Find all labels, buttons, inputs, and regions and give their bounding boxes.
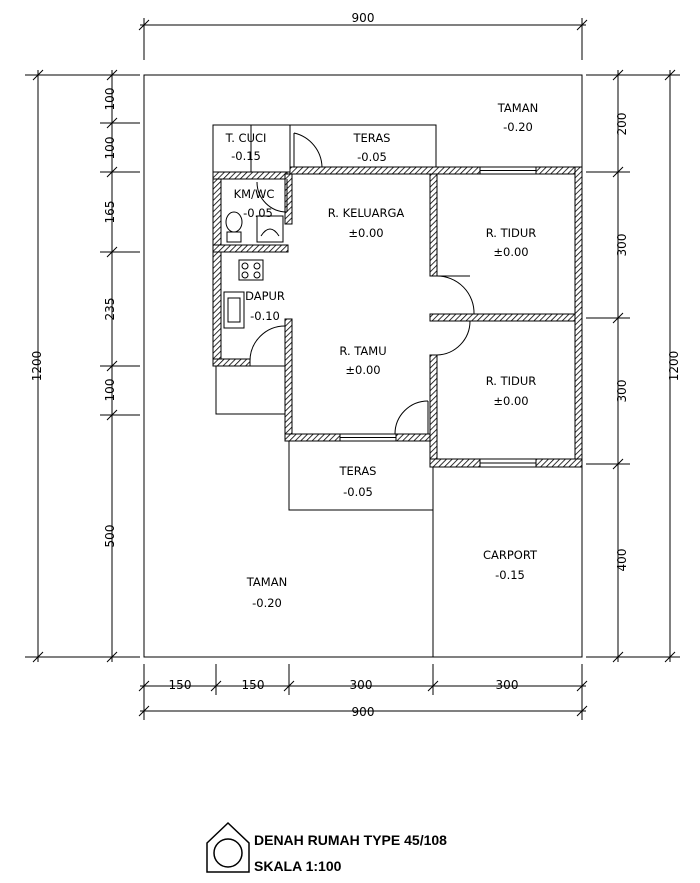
room-taman-bottom: TAMAN -0.20 [246,575,287,610]
room-teras-top: TERAS -0.05 [353,131,391,164]
right-dimension: 200 300 300 400 1200 [586,69,681,663]
doors [249,132,475,435]
svg-text:-0.05: -0.05 [343,485,373,499]
dim-left-3: 165 [103,201,117,224]
svg-text:DAPUR: DAPUR [245,289,285,303]
side-porch [215,365,290,415]
svg-text:-0.05: -0.05 [357,150,387,164]
room-dapur: DAPUR -0.10 [245,289,285,323]
dim-bottom-2: 150 [242,678,265,692]
svg-text:-0.10: -0.10 [250,309,280,323]
svg-text:TERAS: TERAS [353,131,391,145]
room-tamu: R. TAMU ±0.00 [339,344,386,377]
dim-bottom-1: 150 [169,678,192,692]
svg-text:TERAS: TERAS [339,464,377,478]
dim-left-6: 500 [103,525,117,548]
room-tidur-2: R. TIDUR ±0.00 [486,374,537,408]
room-keluarga: R. KELUARGA ±0.00 [328,206,405,240]
svg-text:-0.20: -0.20 [252,596,282,610]
room-kmwc: KM/WC -0.05 [234,187,275,220]
svg-text:R. TIDUR: R. TIDUR [486,226,537,240]
north-symbol-icon [206,821,250,873]
top-dimension: 900 [138,11,588,60]
svg-text:KM/WC: KM/WC [234,187,275,201]
dim-top-total: 900 [352,11,375,25]
dim-left-5: 100 [103,379,117,402]
svg-text:±0.00: ±0.00 [345,363,380,377]
dim-right-4: 400 [615,549,629,572]
dim-bottom-3: 300 [350,678,373,692]
kitchen-sink-icon [223,291,245,329]
dim-bottom-total: 900 [352,705,375,719]
svg-text:±0.00: ±0.00 [493,245,528,259]
left-dimension: 1200 100 100 165 235 100 500 [25,69,140,663]
svg-text:TAMAN: TAMAN [246,575,287,589]
svg-text:TAMAN: TAMAN [497,101,538,115]
svg-text:±0.00: ±0.00 [493,394,528,408]
plan-title: DENAH RUMAH TYPE 45/108 [254,832,447,848]
windows [339,166,537,468]
svg-text:CARPORT: CARPORT [483,548,538,562]
svg-text:-0.15: -0.15 [231,149,261,163]
svg-text:R. KELUARGA: R. KELUARGA [328,206,405,220]
svg-text:R. TAMU: R. TAMU [339,344,386,358]
stove-icon [238,259,264,281]
dim-left-total: 1200 [30,351,44,382]
svg-text:-0.05: -0.05 [243,206,273,220]
plan-scale: SKALA 1:100 [254,858,342,874]
dim-right-3: 300 [615,380,629,403]
toilet-icon [225,211,243,243]
svg-text:R. TIDUR: R. TIDUR [486,374,537,388]
dim-left-1: 100 [103,88,117,111]
bottom-dimension: 150 150 300 300 900 [138,664,588,720]
room-teras-bottom: TERAS -0.05 [339,464,377,499]
svg-text:T. CUCI: T. CUCI [225,131,267,145]
dim-right-total: 1200 [667,351,681,382]
dim-right-1: 200 [615,113,629,136]
dim-left-2: 100 [103,137,117,160]
dim-bottom-4: 300 [496,678,519,692]
svg-text:-0.15: -0.15 [495,568,525,582]
dim-left-4: 235 [103,298,117,321]
room-carport: CARPORT -0.15 [483,548,538,582]
room-tidur-1: R. TIDUR ±0.00 [486,226,537,259]
sink-icon [256,215,284,243]
dim-right-2: 300 [615,234,629,257]
svg-text:-0.20: -0.20 [503,120,533,134]
svg-text:±0.00: ±0.00 [348,226,383,240]
room-t-cuci: T. CUCI -0.15 [225,131,267,163]
room-taman-top: TAMAN -0.20 [497,101,538,134]
